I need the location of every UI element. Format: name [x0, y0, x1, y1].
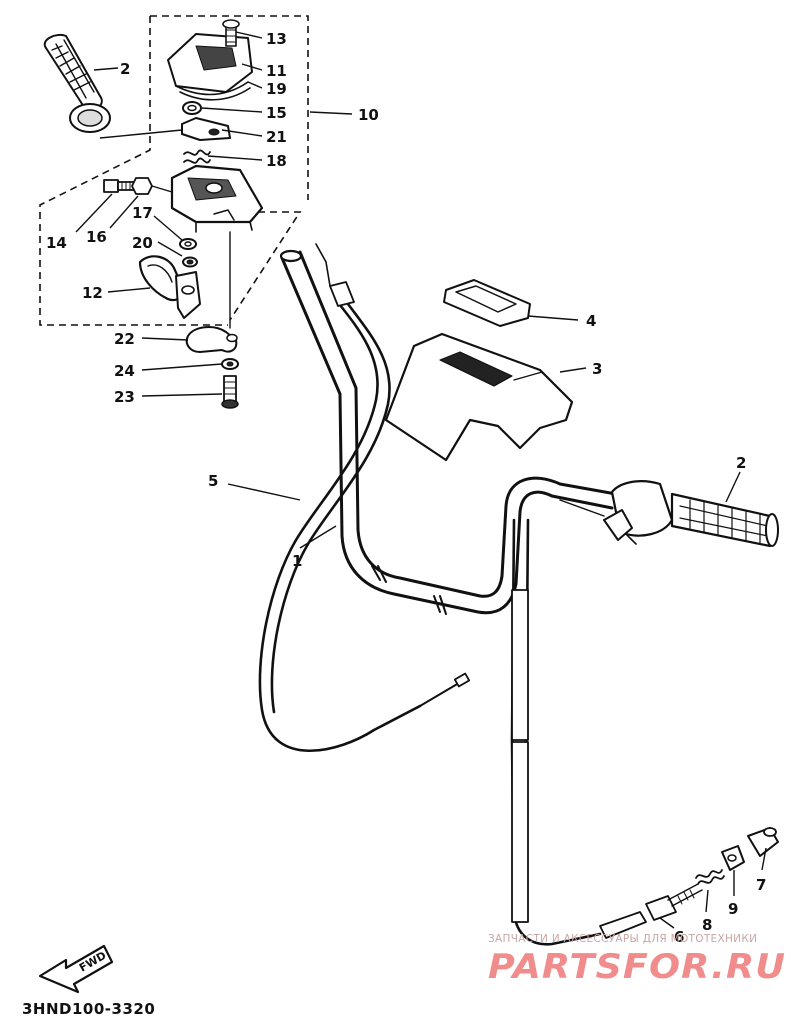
callout-12: 12 — [82, 284, 103, 302]
callout-6: 6 — [674, 928, 684, 946]
callout-2-right: 2 — [736, 454, 746, 472]
callout-7: 7 — [756, 876, 766, 894]
callout-4: 4 — [586, 312, 596, 330]
callout-labels: 13 2 11 19 15 10 21 18 14 16 17 20 12 22… — [46, 30, 766, 946]
callout-19: 19 — [266, 80, 287, 98]
switch-body-drawing — [170, 164, 264, 233]
callout-16: 16 — [86, 228, 107, 246]
callout-18: 18 — [266, 152, 287, 170]
callout-24: 24 — [114, 362, 135, 380]
callout-14: 14 — [46, 234, 67, 252]
left-grip-drawing — [43, 34, 183, 139]
callout-20: 20 — [132, 234, 153, 252]
leader-lines — [75, 31, 767, 929]
callout-21: 21 — [266, 128, 287, 146]
reference-code: 3HND100-3320 — [22, 1000, 156, 1018]
watermark-logo: PARTSFOR.RU — [488, 947, 786, 985]
callout-1: 1 — [292, 552, 302, 570]
right-grip-drawing — [559, 480, 779, 548]
watermark-logo-text: PARTSFOR.RU — [488, 947, 786, 985]
callout-17: 17 — [132, 204, 153, 222]
callout-22: 22 — [114, 330, 135, 348]
fwd-arrow: FWD — [38, 944, 114, 994]
lower-cable-drawing — [510, 518, 703, 946]
throttle-cable-drawing — [258, 243, 471, 753]
adjuster-parts-drawing — [695, 827, 779, 885]
callout-5: 5 — [208, 472, 218, 490]
watermark-tagline: ЗАПЧАСТИ И АКСЕССУАРЫ ДЛЯ МОТОТЕХНИКИ — [488, 933, 758, 945]
callout-11: 11 — [266, 62, 287, 80]
callout-9: 9 — [728, 900, 738, 918]
handlebar-cover-drawing — [384, 279, 574, 462]
callout-15: 15 — [266, 104, 287, 122]
clamp-bolt-drawing — [185, 231, 239, 409]
callout-10: 10 — [358, 106, 379, 124]
callout-13: 13 — [266, 30, 287, 48]
callout-3: 3 — [592, 360, 602, 378]
handlebar-drawing — [279, 249, 618, 615]
throttle-lever-drawing — [138, 255, 201, 319]
callout-23: 23 — [114, 388, 135, 406]
switch-cover-drawing — [167, 19, 253, 101]
callout-8: 8 — [702, 916, 712, 934]
bolt-nut-drawing — [103, 177, 173, 195]
small-parts-upper-drawing — [181, 101, 231, 164]
seal-washer-drawing — [179, 238, 198, 268]
callout-2-left: 2 — [120, 60, 130, 78]
